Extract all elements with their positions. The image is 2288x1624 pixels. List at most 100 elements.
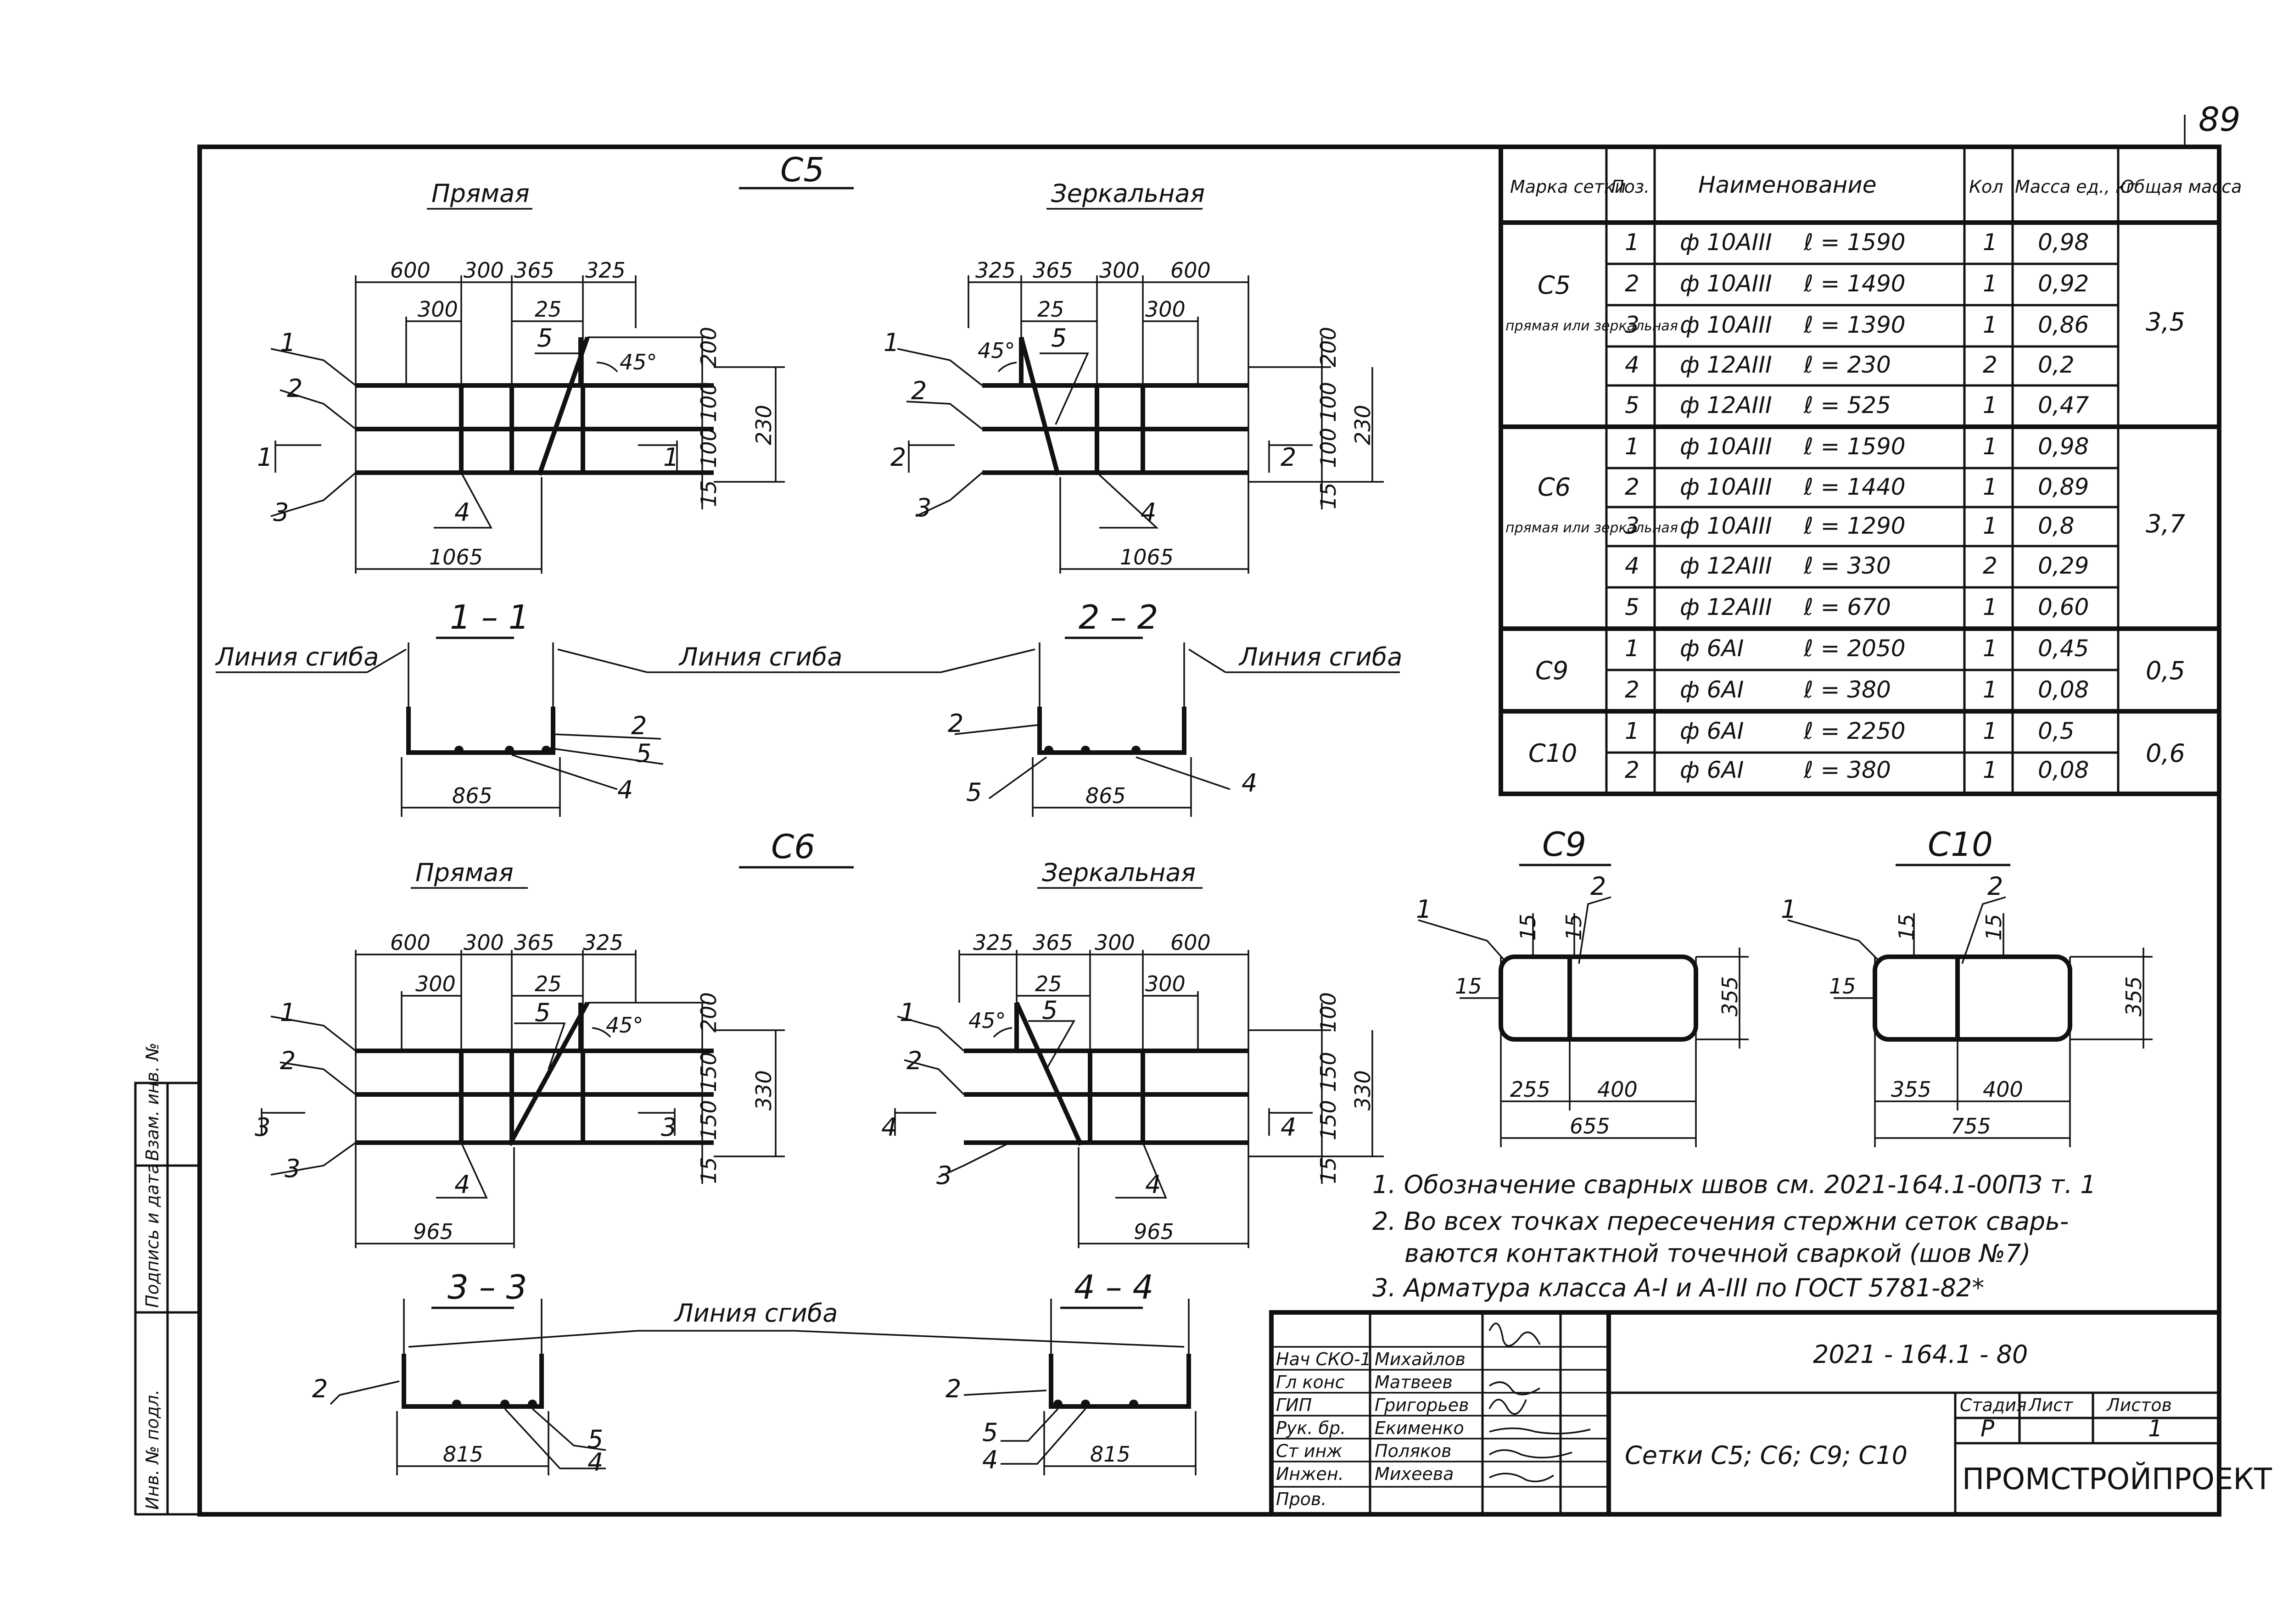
c6-r2-mass: 0,89 xyxy=(2038,474,2089,500)
c9-mesh: С9 1 2 15 15 15 355 255 400 655 xyxy=(1416,825,1749,1147)
s22-pos2: 2 xyxy=(948,709,963,738)
c6s-pos3: 3 xyxy=(285,1154,300,1183)
total-c10: 0,6 xyxy=(2146,739,2185,768)
c5s-cut-left: 1 xyxy=(257,443,273,472)
c9-pos1: 1 xyxy=(1416,895,1432,924)
mark-c6: С6 xyxy=(1538,473,1571,502)
c10-r2-len: ℓ = 380 xyxy=(1803,757,1891,783)
tb-stage-label: Стадия xyxy=(1960,1395,2027,1415)
c9-d255: 255 xyxy=(1510,1077,1550,1102)
c6s-d365: 365 xyxy=(514,930,554,955)
c6-r1-name: ф 10АIII xyxy=(1680,433,1772,460)
side-stamp: Инв. № подл. Подпись и дата Взам. инв. № xyxy=(134,1043,201,1516)
c10-r2-qty: 1 xyxy=(1983,757,1997,783)
s33-pos2: 2 xyxy=(312,1374,328,1403)
tb-stage: Р xyxy=(1980,1415,1995,1442)
c6-r1-qty: 1 xyxy=(1983,433,1997,460)
tb-role-7: Пров. xyxy=(1276,1489,1326,1509)
c5s-d365: 365 xyxy=(514,258,554,283)
side-stamp-inv: Инв. № подл. xyxy=(142,1390,162,1510)
c6m-d600: 600 xyxy=(1170,930,1211,955)
s44-pos4: 4 xyxy=(982,1445,998,1474)
drawing-frame xyxy=(197,145,2221,1517)
c10-d355: 355 xyxy=(2121,976,2146,1016)
c6-straight-mesh: 600 300 365 325 300 25 965 45° 200 150 1… xyxy=(255,930,785,1248)
title-c5: С5 xyxy=(780,151,824,189)
c10-r1-pos: 1 xyxy=(1625,718,1639,744)
c6-r3-pos: 3 xyxy=(1625,513,1639,539)
c5-r4-mass: 0,2 xyxy=(2038,352,2075,378)
c5m-d1065: 1065 xyxy=(1120,545,1174,569)
c10-d755: 755 xyxy=(1951,1114,1991,1138)
c5s-d15: 15 xyxy=(696,480,721,507)
c5s-pos1: 1 xyxy=(280,328,296,357)
c6-r1-len: ℓ = 1590 xyxy=(1803,433,1906,460)
s22-pos5: 5 xyxy=(966,778,982,807)
c5-r4-len: ℓ = 230 xyxy=(1803,352,1891,378)
c6m-d15: 15 xyxy=(1316,1157,1341,1184)
c5-mirror-mesh: 325 365 300 600 25 300 1065 45° 200 100 … xyxy=(884,258,1384,574)
c6-r4-qty: 2 xyxy=(1983,552,1997,579)
c6m-d150a: 150 xyxy=(1316,1052,1341,1092)
tb-role-2: Гл конс xyxy=(1276,1372,1345,1392)
c6m-d365: 365 xyxy=(1033,930,1073,955)
s11-d865: 865 xyxy=(452,783,492,808)
c6-r3-qty: 1 xyxy=(1983,513,1997,539)
c5m-d100b: 100 xyxy=(1316,428,1341,468)
c6-r2-name: ф 10АIII xyxy=(1680,474,1772,500)
bend-lines-c5: Линия сгиба Линия сгиба Линия сгиба xyxy=(215,642,1402,673)
c5s-d230: 230 xyxy=(751,405,776,445)
c5-straight-mesh: 600 300 365 325 300 25 1065 45° 200 100 … xyxy=(257,258,785,574)
tb-name-4: Екименко xyxy=(1375,1418,1464,1438)
c6-r4-mass: 0,29 xyxy=(2038,552,2089,579)
side-stamp-sign: Подпись и дата xyxy=(142,1163,162,1308)
c6s-cut-left: 3 xyxy=(255,1113,270,1142)
c6m-pos2: 2 xyxy=(906,1046,922,1075)
c9-d15-left: 15 xyxy=(1455,974,1482,999)
c6s-d330: 330 xyxy=(751,1070,776,1111)
c9-d655: 655 xyxy=(1570,1114,1610,1138)
signature-marks xyxy=(1488,1323,1591,1483)
s44-d815: 815 xyxy=(1090,1442,1130,1467)
c6s-d150b: 150 xyxy=(696,1100,721,1140)
c6-r1-mass: 0,98 xyxy=(2038,433,2089,460)
c10-d15-top2: 15 xyxy=(1981,914,2006,941)
c6-r5-pos: 5 xyxy=(1625,594,1639,620)
c9-d400: 400 xyxy=(1597,1077,1638,1102)
title-c6: С6 xyxy=(771,827,815,866)
c6m-pos4: 4 xyxy=(1145,1170,1161,1199)
note-3: 3. Арматура класса А-I и А-III по ГОСТ 5… xyxy=(1372,1273,1984,1302)
c10-pos2: 2 xyxy=(1987,872,2003,901)
section-1-1: 1 – 1 865 2 5 4 xyxy=(401,598,664,817)
c6s-d300b: 300 xyxy=(415,971,456,996)
c5-r3-pos: 3 xyxy=(1625,312,1639,338)
c5-r1-qty: 1 xyxy=(1983,229,1997,256)
c6-r4-pos: 4 xyxy=(1625,552,1639,579)
c5m-pos1: 1 xyxy=(884,328,899,357)
c6-r2-pos: 2 xyxy=(1625,474,1639,500)
c6m-deg45: 45° xyxy=(968,1008,1006,1033)
section-3-3-label: 3 – 3 xyxy=(448,1268,527,1306)
c9-r1-pos: 1 xyxy=(1625,635,1639,662)
tb-doc-code: 2021 - 164.1 - 80 xyxy=(1813,1340,2028,1369)
c5s-pos2: 2 xyxy=(287,374,302,403)
c5m-d365: 365 xyxy=(1033,258,1073,283)
c6-r5-len: ℓ = 670 xyxy=(1803,594,1891,620)
c6-r5-mass: 0,60 xyxy=(2038,594,2089,620)
tb-name-3: Григорьев xyxy=(1375,1395,1469,1415)
c10-r2-mass: 0,08 xyxy=(2038,757,2089,783)
note-2: 2. Во всех точках пересечения стержни се… xyxy=(1372,1207,2069,1236)
total-c9: 0,5 xyxy=(2146,656,2185,685)
c6s-d150a: 150 xyxy=(696,1052,721,1092)
c5-r4-name: ф 12АIII xyxy=(1680,352,1772,378)
c6m-pos1: 1 xyxy=(900,998,915,1027)
c9-title: С9 xyxy=(1542,825,1586,864)
c10-r1-qty: 1 xyxy=(1983,718,1997,744)
section-4-4-label: 4 – 4 xyxy=(1074,1268,1153,1306)
c6m-d150b: 150 xyxy=(1316,1100,1341,1140)
c6-r1-pos: 1 xyxy=(1625,433,1639,460)
c5m-d200: 200 xyxy=(1316,327,1341,367)
c6m-pos3: 3 xyxy=(936,1161,952,1190)
th-total: Общая масса xyxy=(2120,177,2242,197)
c6m-d300b: 300 xyxy=(1145,971,1186,996)
